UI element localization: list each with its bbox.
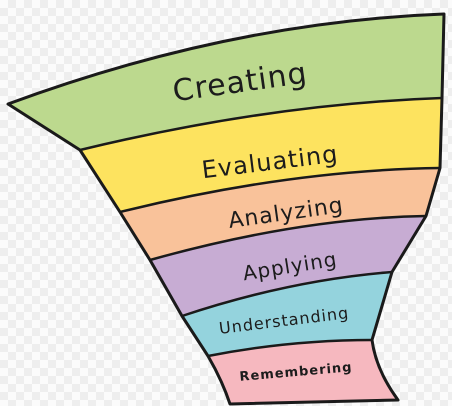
level-band-creating <box>8 14 444 150</box>
level-band-analyzing <box>120 168 440 260</box>
level-band-evaluating <box>80 98 442 212</box>
level-band-applying <box>150 216 426 316</box>
level-band-remembering <box>208 340 398 404</box>
funnel-outline <box>6 12 446 406</box>
level-band-understanding <box>182 272 392 356</box>
level-dividers <box>78 96 444 358</box>
